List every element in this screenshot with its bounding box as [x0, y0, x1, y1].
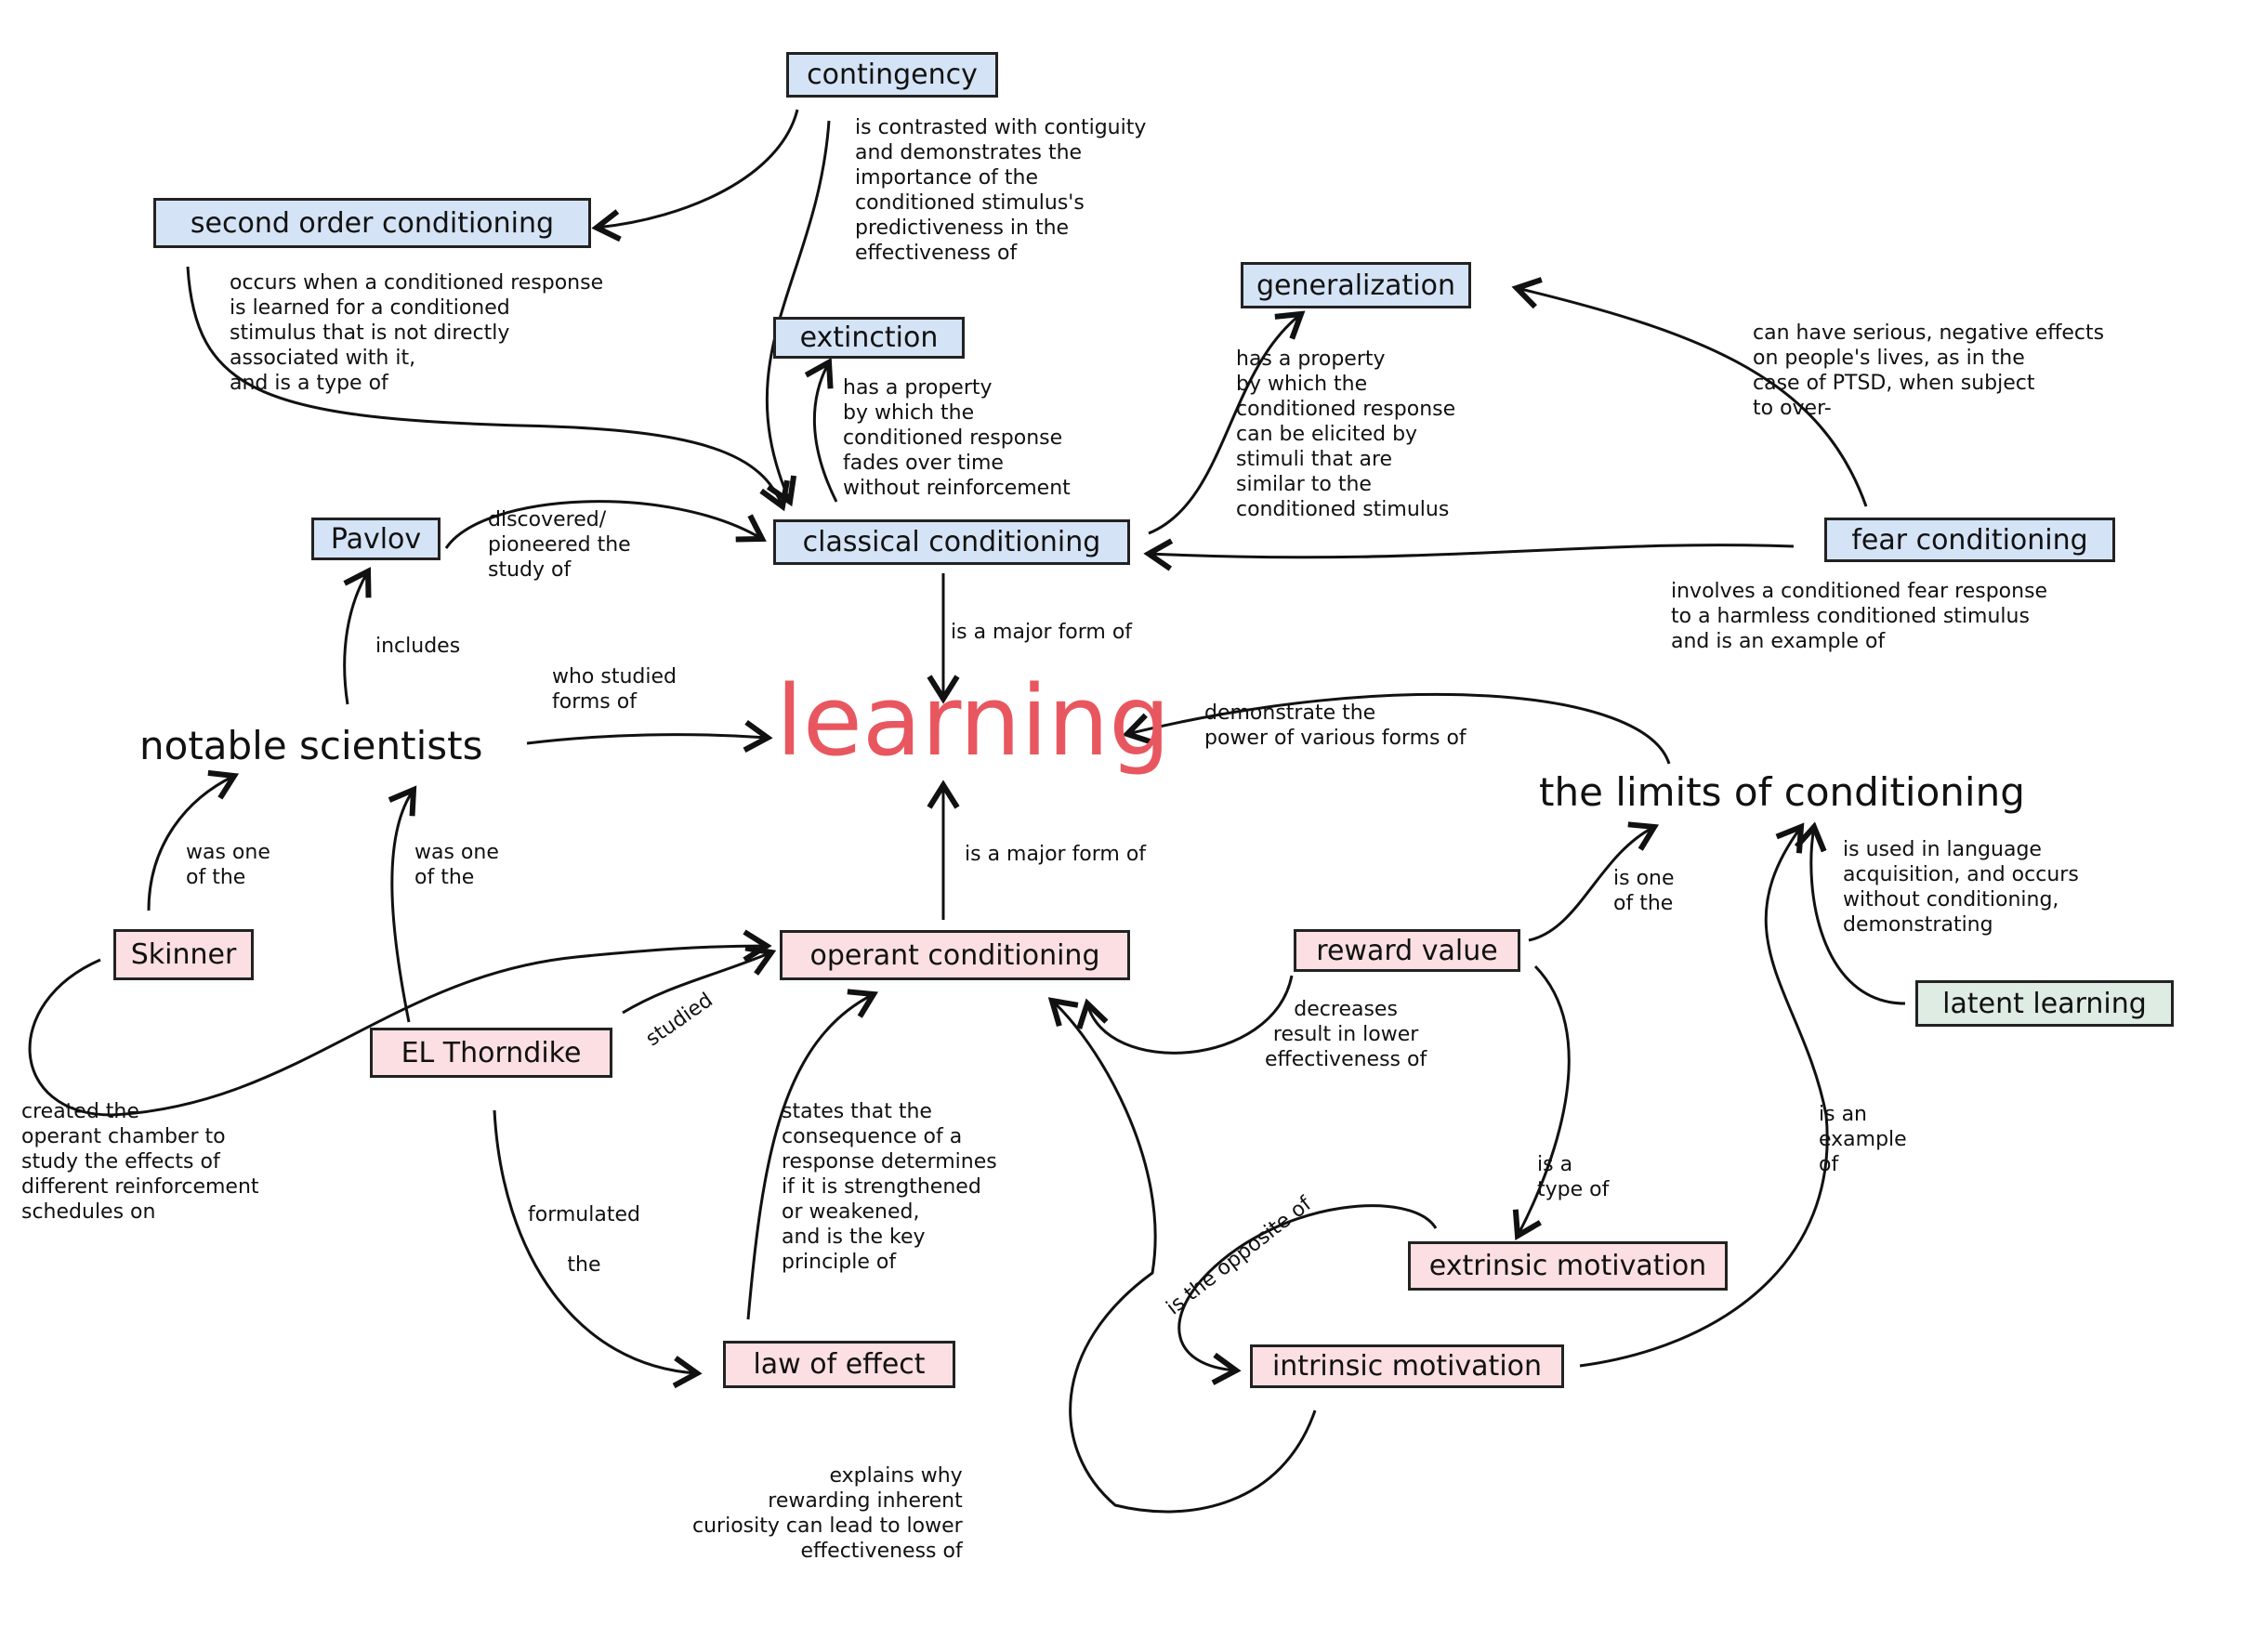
node-label: reward value	[1316, 934, 1498, 967]
node-label: contingency	[807, 59, 978, 91]
arrow-limits-learning	[1122, 692, 1671, 765]
node-fear-conditioning[interactable]: fear conditioning	[1824, 518, 2115, 562]
node-notable-scientists[interactable]: notable scientists	[139, 723, 483, 768]
arrow-latent-limits	[1794, 821, 1906, 1005]
link-label-law-states: states that the consequence of a respons…	[782, 1100, 997, 1274]
link-label-example-of: is an example of	[1819, 1103, 1907, 1176]
arrow-second-order-classical	[186, 266, 790, 512]
node-law-of-effect[interactable]: law of effect	[723, 1341, 955, 1388]
arrow-reward-operant	[1076, 975, 1294, 1055]
link-label-classical-learning: is a major form of	[951, 621, 1133, 644]
arrow-contingency-second-order	[591, 109, 799, 243]
arrow-thorndike-notable	[388, 785, 417, 1023]
arrow-reward-limits	[1528, 821, 1660, 942]
arrow-intrinsic-operant	[1047, 997, 1317, 1514]
arrow-intrinsic-limits	[1579, 822, 1829, 1368]
link-label-decreases: decreases result in lower effectiveness …	[1265, 998, 1427, 1071]
link-label-latent: is used in language acquisition, and occ…	[1843, 838, 2079, 937]
arrow-law-operant	[746, 989, 879, 1320]
arrow-extrinsic-intrinsic	[1177, 1204, 1438, 1385]
node-classical-conditioning[interactable]: classical conditioning	[773, 519, 1130, 565]
link-label-reward-one-of: is one of the	[1613, 867, 1675, 915]
node-label: Skinner	[130, 938, 237, 971]
arrow-skinner-operant	[28, 929, 772, 1117]
link-label-contingency: is contrasted with contiguity and demons…	[855, 116, 1147, 265]
link-label-includes: includes	[375, 635, 461, 658]
link-label-thorndike-one-of: was one of the	[414, 841, 499, 889]
link-label-who-studied: who studied forms of	[552, 665, 677, 714]
node-label: Pavlov	[330, 522, 422, 556]
link-label-operant-learning: is a major form of	[965, 843, 1147, 866]
node-label: generalization	[1256, 269, 1455, 302]
arrow-thorndike-law	[493, 1109, 703, 1389]
arrow-reward-extrinsic	[1512, 964, 1571, 1241]
node-label: fear conditioning	[1851, 523, 2088, 557]
link-label-pavlov: discovered/ pioneered the study of	[488, 508, 631, 582]
arrow-fear-generalization	[1511, 277, 1868, 507]
link-label-formulated: formulated the	[528, 1203, 640, 1277]
link-label-second-order: occurs when a conditioned response is le…	[230, 271, 604, 395]
link-label-type-of: is a type of	[1537, 1153, 1610, 1201]
node-label: latent learning	[1942, 987, 2147, 1020]
node-contingency[interactable]: contingency	[786, 52, 998, 98]
link-label-explains: explains why rewarding inherent curiosit…	[692, 1464, 963, 1563]
node-label: classical conditioning	[802, 526, 1101, 558]
node-intrinsic-motivation[interactable]: intrinsic motivation	[1250, 1344, 1564, 1388]
node-second-order-conditioning[interactable]: second order conditioning	[153, 198, 591, 248]
arrow-contingency-classical	[765, 120, 831, 507]
node-limits-of-conditioning[interactable]: the limits of conditioning	[1539, 769, 2025, 815]
node-operant-conditioning[interactable]: operant conditioning	[780, 930, 1130, 980]
link-label-skinner-created: created the operant chamber to study the…	[21, 1100, 259, 1224]
node-extrinsic-motivation[interactable]: extrinsic motivation	[1408, 1241, 1728, 1291]
node-label: law of effect	[753, 1348, 926, 1381]
link-label-skinner-one-of: was one of the	[186, 841, 270, 889]
arrow-classical-generalization	[1148, 310, 1306, 535]
node-generalization[interactable]: generalization	[1241, 262, 1471, 308]
node-skinner[interactable]: Skinner	[113, 929, 254, 980]
arrow-pavlov-classical	[444, 500, 767, 549]
node-label: intrinsic motivation	[1271, 1350, 1543, 1383]
node-label: second order conditioning	[190, 206, 555, 240]
node-el-thorndike[interactable]: EL Thorndike	[370, 1028, 612, 1078]
node-label: extrinsic motivation	[1428, 1250, 1707, 1282]
arrow-notable-learning	[526, 719, 773, 753]
arrow-fear-classical	[1143, 538, 1795, 571]
node-label: EL Thorndike	[401, 1036, 582, 1069]
link-label-generalization: has a property by which the conditioned …	[1236, 347, 1456, 521]
arrow-notable-pavlov	[343, 567, 372, 705]
arrow-skinner-notable	[147, 769, 240, 911]
node-latent-learning[interactable]: latent learning	[1915, 980, 2174, 1027]
link-label-demonstrate: demonstrate the power of various forms o…	[1204, 701, 1466, 750]
link-label-fear-example: involves a conditioned fear response to …	[1671, 580, 2048, 653]
node-pavlov[interactable]: Pavlov	[311, 518, 441, 560]
node-extinction[interactable]: extinction	[773, 317, 965, 359]
node-label: extinction	[799, 321, 939, 354]
arrow-thorndike-operant	[622, 945, 777, 1015]
arrow-classical-extinction	[804, 358, 838, 503]
node-label: operant conditioning	[809, 938, 1100, 972]
link-label-extinction: has a property by which the conditioned …	[843, 376, 1071, 500]
node-reward-value[interactable]: reward value	[1294, 929, 1520, 972]
link-label-fear-generalization: can have serious, negative effects on pe…	[1753, 321, 2105, 420]
central-concept-learning[interactable]: learning	[776, 664, 1171, 778]
